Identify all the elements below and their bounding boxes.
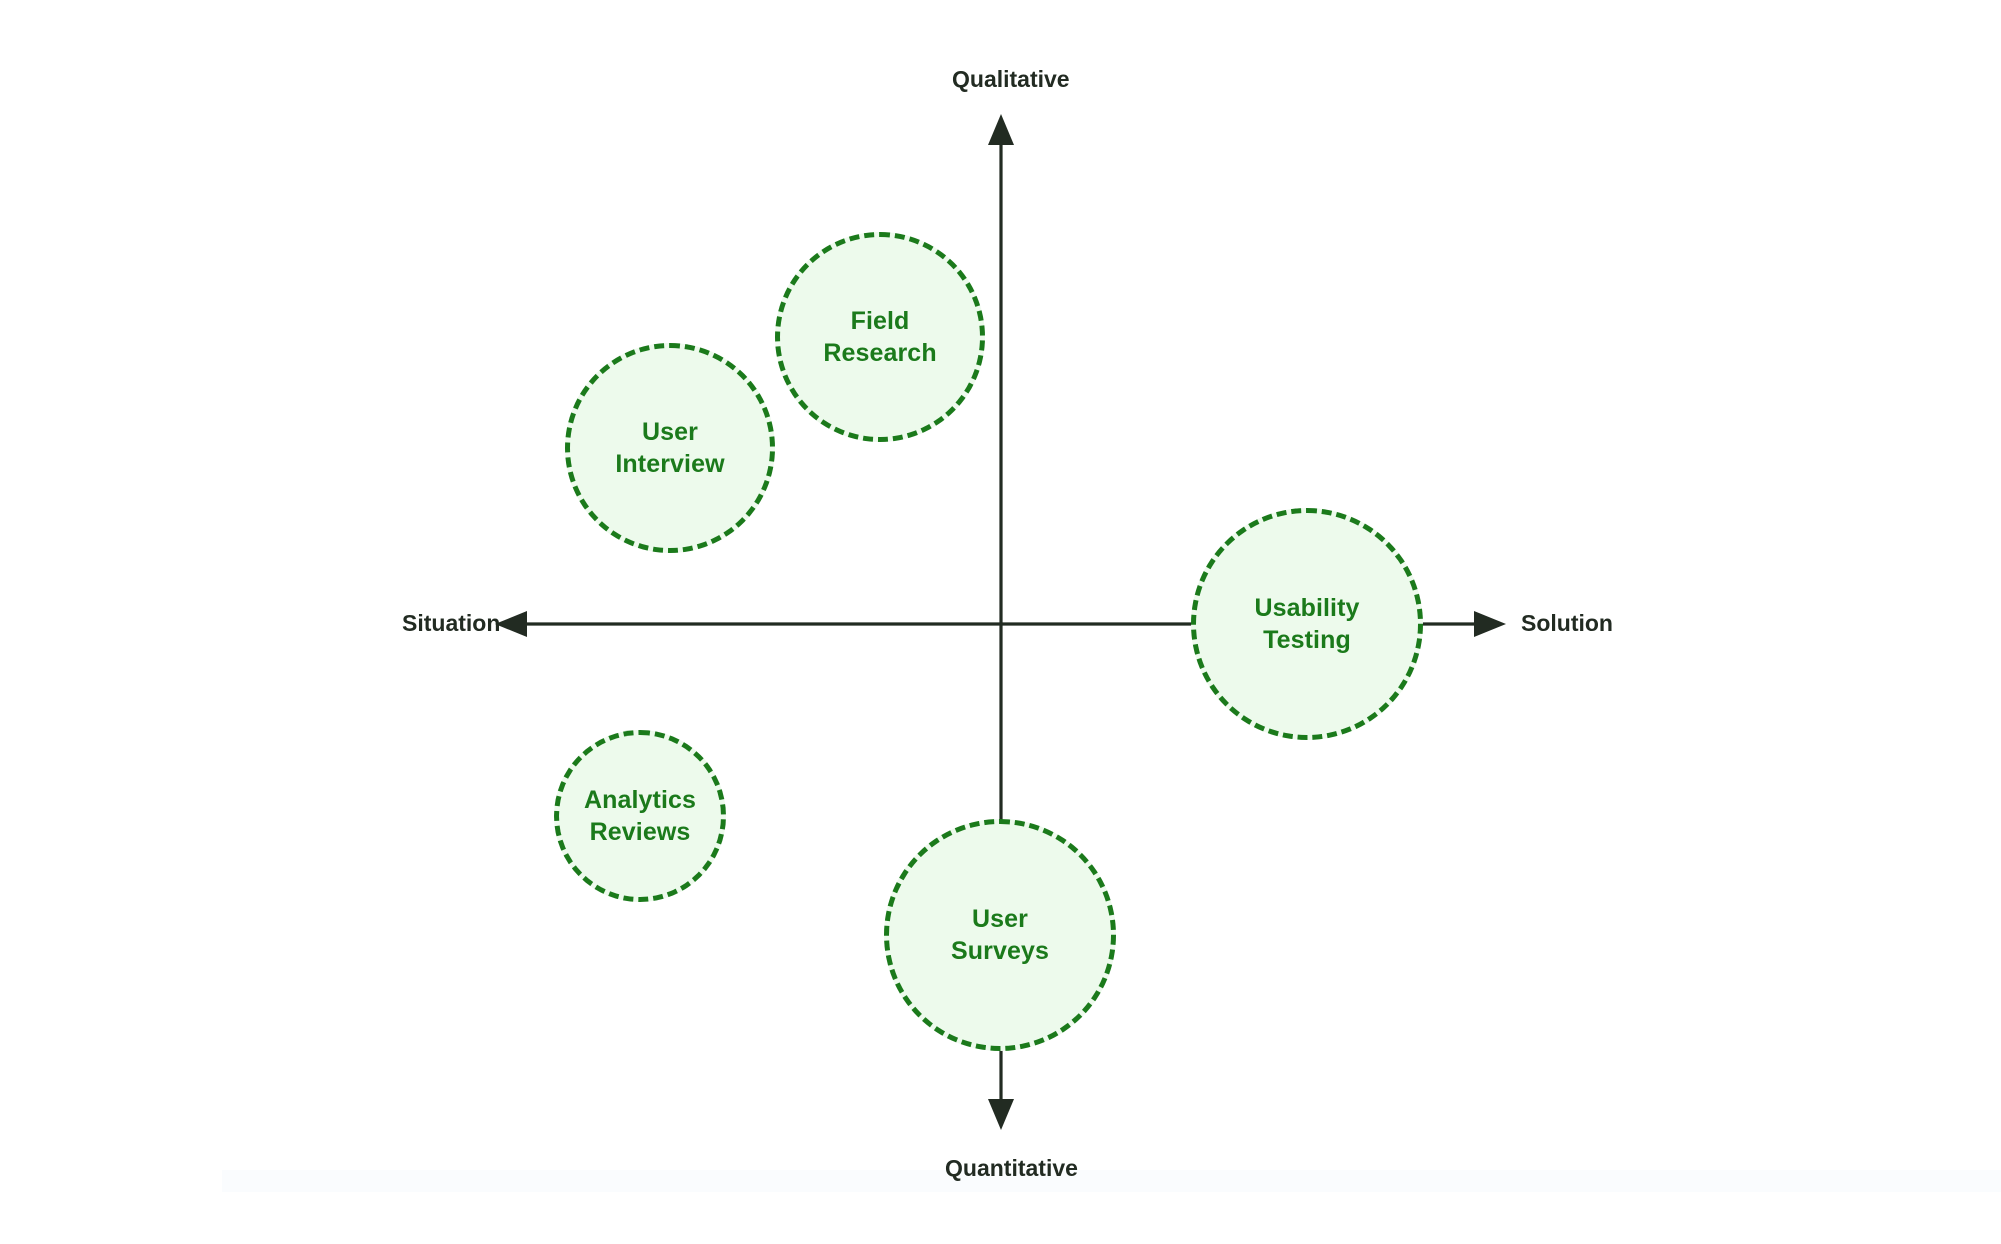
node-user-surveys-label: User Surveys [951,905,1049,965]
node-field-research[interactable]: Field Research [775,232,985,442]
node-user-interview-label: User Interview [615,418,725,478]
node-analytics-reviews[interactable]: Analytics Reviews [554,730,726,902]
node-usability-testing-label: Usability Testing [1254,594,1360,654]
node-user-interview[interactable]: User Interview [565,343,775,553]
axis-arrow-down-icon [988,1099,1014,1130]
axis-arrow-right-icon [1474,611,1506,637]
axis-arrow-left-icon [495,611,527,637]
axis-arrow-up-icon [988,114,1014,145]
node-usability-testing[interactable]: Usability Testing [1191,508,1423,740]
axis-label-situation: Situation [402,610,501,636]
axis-label-qualitative: Qualitative [952,66,1070,92]
node-user-surveys[interactable]: User Surveys [884,819,1116,1051]
node-analytics-reviews-label: Analytics Reviews [583,786,697,846]
node-field-research-label: Field Research [823,307,937,367]
axis-label-solution: Solution [1521,610,1613,636]
axis-label-quantitative: Quantitative [945,1155,1078,1181]
